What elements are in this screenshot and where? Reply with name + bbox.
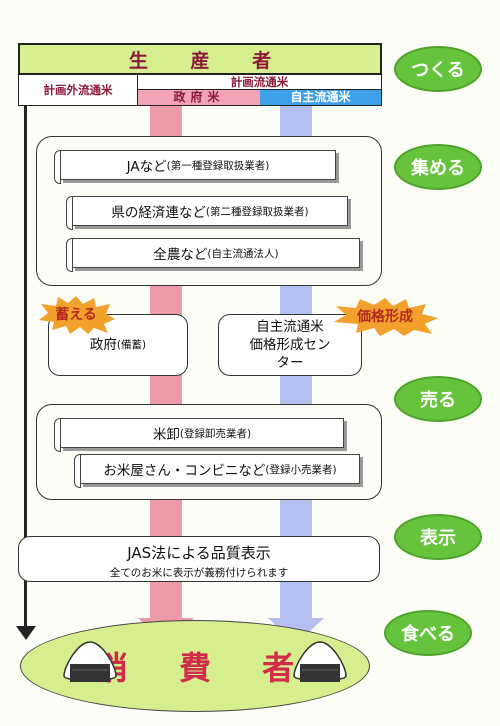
price-center-line3: ター (276, 355, 304, 371)
jas-quality-box: JAS法による品質表示 全てのお米に表示が義務付けられます (18, 536, 380, 582)
stage-collect-cloud: 集める (396, 146, 480, 188)
consumer-label: 消 費 者 (95, 649, 315, 687)
stage-display-cloud: 表示 (396, 516, 480, 558)
outside-rice-flow-line (24, 106, 27, 630)
government-rice-label: 政府米 (138, 89, 260, 106)
outside-rice-arrowhead (16, 626, 36, 640)
collector-name: JAなど (126, 159, 167, 175)
jas-title: JAS法による品質表示 (127, 544, 271, 562)
jas-subtitle: 全てのお米に表示が義務付けられます (109, 567, 289, 579)
government-note: (備蓄) (116, 339, 147, 351)
collector-name: 全農など (153, 247, 208, 263)
price-center-line2: 価格形成セン (249, 337, 331, 353)
seller-name: 米卸 (152, 427, 180, 443)
government-name: 政府 (89, 337, 117, 353)
collector-name: 県の経済連など (111, 205, 206, 221)
collector-note: (第一種登録取扱業者) (166, 159, 270, 172)
seller-note: (登録卸売業者) (179, 427, 252, 440)
collector-prefecture: 県の経済連など(第二種登録取扱業者) (66, 196, 348, 230)
outside-rice-label: 計画外流通米 (18, 75, 138, 106)
price-badge: 価格形成 (330, 296, 440, 336)
stage-eat-cloud: 食べる (386, 612, 470, 654)
starburst-icon (334, 298, 438, 336)
price-center-line1: 自主流通米 (256, 319, 324, 335)
collector-note: (第二種登録取扱業者) (205, 205, 309, 218)
stage-make-cloud: つくる (396, 48, 480, 90)
stage-sell-cloud: 売る (396, 378, 480, 420)
planned-rice-label: 計画流通米 (138, 75, 382, 89)
seller-wholesaler: 米卸(登録卸売業者) (54, 418, 344, 452)
price-center-box: 自主流通米 価格形成セン ター (218, 314, 362, 376)
rice-ball-icon (63, 641, 117, 682)
self-rice-label: 自主流通米 (260, 89, 382, 106)
rice-ball-icon (293, 641, 347, 682)
producer-box: 生 産 者 (18, 43, 382, 75)
collector-ja: JAなど(第一種登録取扱業者) (54, 150, 336, 184)
seller-name: お米屋さん・コンビニなど (103, 463, 266, 479)
seller-retailer: お米屋さん・コンビニなど(登録小売業者) (74, 454, 360, 488)
collector-note: (自主流通法人) (207, 247, 279, 260)
starburst-icon (39, 296, 115, 334)
collector-zennoh: 全農など(自主流通法人) (66, 238, 360, 272)
seller-note: (登録小売業者) (265, 463, 337, 476)
store-badge: 蓄える (36, 294, 116, 334)
